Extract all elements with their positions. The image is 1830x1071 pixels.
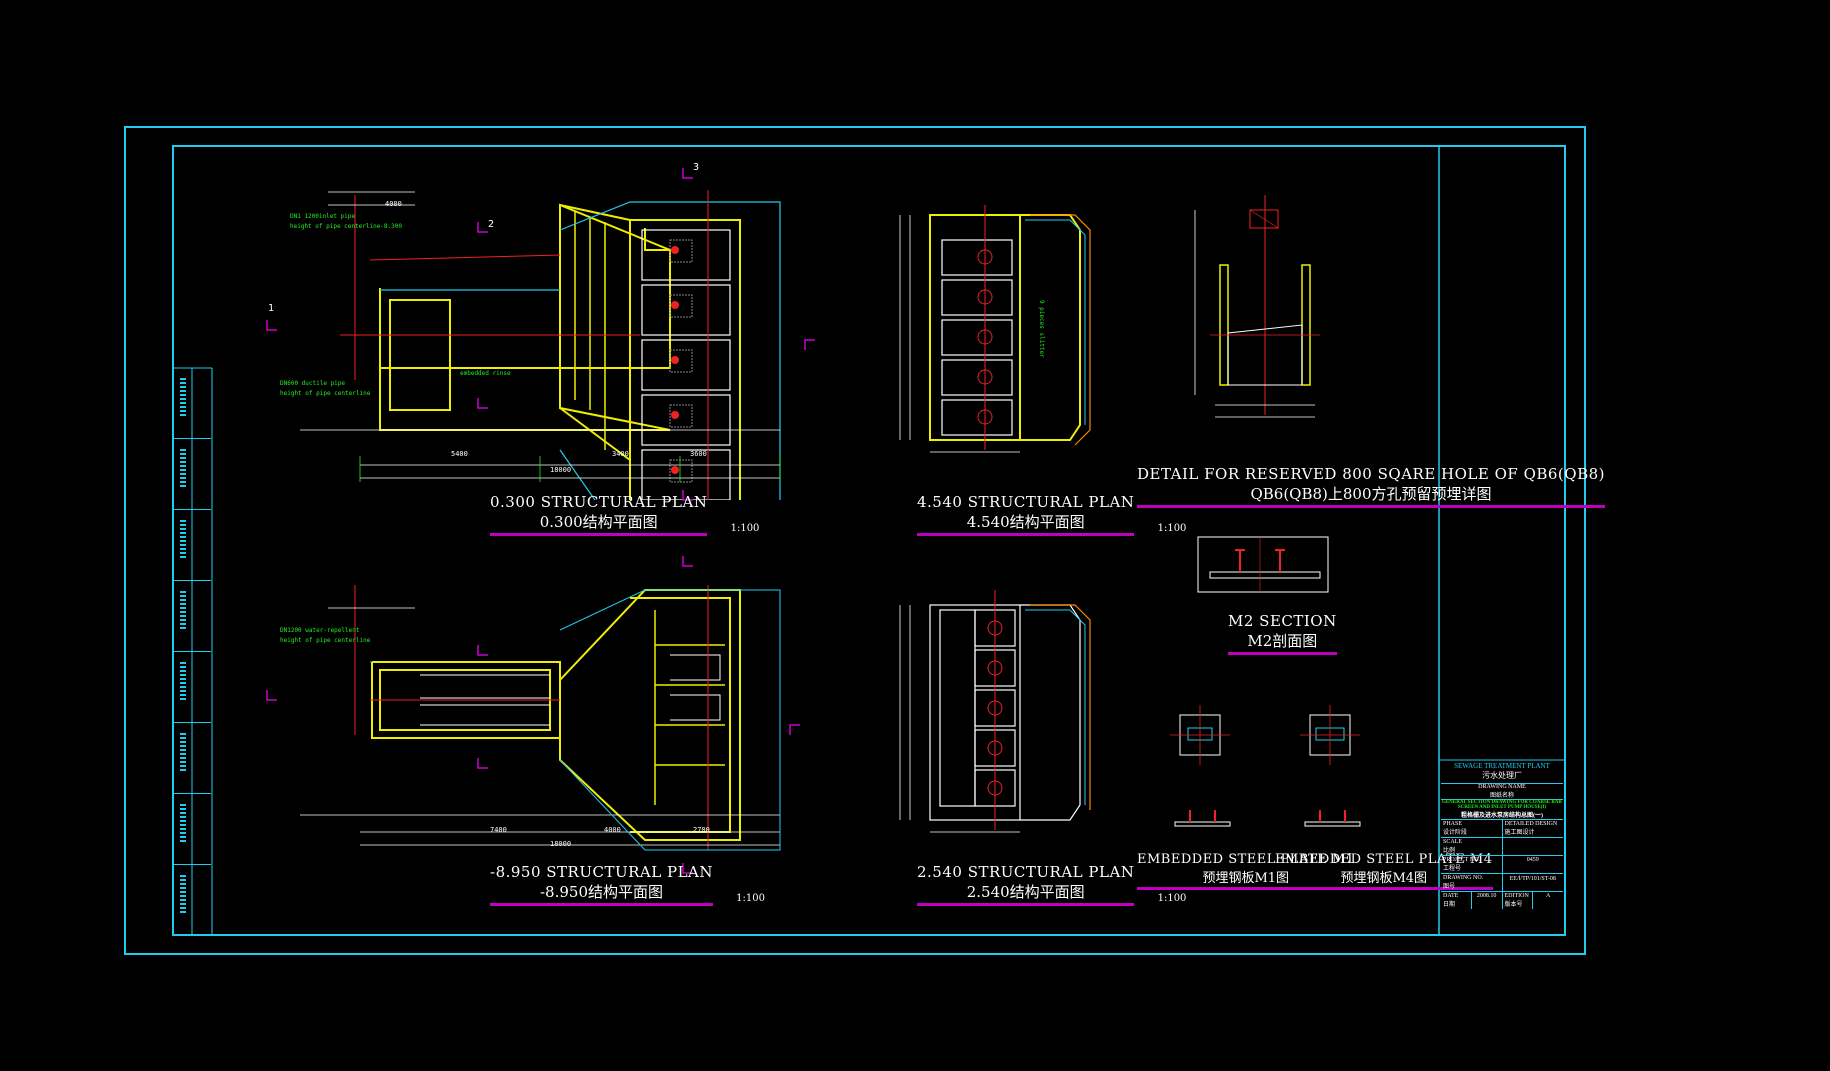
section-2-label: 2 bbox=[488, 219, 495, 230]
plan-2540-scale: 1:100 bbox=[1157, 893, 1187, 904]
svg-text:9 pieces slitter: 9 pieces slitter bbox=[1038, 300, 1045, 358]
m2-title-zh: M2剖面图 bbox=[1228, 630, 1337, 655]
edition-label: EDITION bbox=[1504, 893, 1529, 899]
date-value: 2008.10 bbox=[1470, 892, 1502, 909]
scale-label: SCALE bbox=[1443, 839, 1463, 845]
plan-2540-title-zh: 2.540结构平面图 bbox=[917, 881, 1135, 906]
svg-text:DN1 1200inlet pipe: DN1 1200inlet pipe bbox=[290, 213, 355, 220]
plan-2540-title-en: 2.540 STRUCTURAL PLAN bbox=[917, 863, 1135, 881]
drawing-name-cn: 粗格栅及进水泵房结构总图(一) bbox=[1461, 813, 1543, 819]
phase-value-zh: 施工图设计 bbox=[1504, 830, 1535, 836]
project-name-en: SEWAGE TREATMENT PLANT bbox=[1454, 762, 1550, 770]
plan-0300-caption: 0.300 STRUCTURAL PLAN 0.300结构平面图 1:100 bbox=[490, 493, 759, 536]
svg-text:DN1200 water-repellent: DN1200 water-repellent bbox=[280, 627, 360, 634]
plan-4540-caption: 4.540 STRUCTURAL PLAN 4.540结构平面图 1:100 bbox=[917, 493, 1186, 536]
m4-title-zh: 预埋钢板M4图 bbox=[1275, 867, 1493, 890]
plan-8950-scale: 1:100 bbox=[736, 893, 765, 904]
plan-0300-scale: 1:100 bbox=[730, 523, 760, 534]
embedded-plates-drawing bbox=[1170, 705, 1361, 827]
plan-4540-scale: 1:100 bbox=[1157, 523, 1187, 534]
drawing-no-label-zh: 图号 bbox=[1443, 884, 1456, 890]
project-no-label: PROJECT NO. bbox=[1443, 857, 1480, 863]
project-no: 0459 bbox=[1501, 856, 1564, 873]
dim-18000-bottom: 18000 bbox=[550, 840, 572, 848]
date-label: DATE bbox=[1443, 893, 1459, 899]
hole-detail-title-en: DETAIL FOR RESERVED 800 SQARE HOLE OF QB… bbox=[1137, 465, 1605, 483]
title-block: SEWAGE TREATMENT PLANT 污水处理厂 DRAWING NAM… bbox=[1441, 760, 1563, 909]
project-no-label-zh: 工程号 bbox=[1443, 866, 1462, 872]
drawing-name-green-2: SCREEN AND INLET PUMP HOUSE(I) bbox=[1457, 805, 1547, 810]
dim-5400: 5400 bbox=[451, 450, 468, 458]
section-3-label: 3 bbox=[693, 162, 700, 173]
m1-title-en: EMBEDDED STEEL PLATE M1 bbox=[1137, 852, 1355, 867]
plan-8950-drawing: DN1200 water-repellent height of pipe cen… bbox=[280, 585, 781, 851]
plan-8950-title-zh: -8.950结构平面图 bbox=[490, 881, 713, 906]
m2-title-en: M2 SECTION bbox=[1228, 612, 1337, 630]
section-1-label: 1 bbox=[268, 303, 275, 314]
phase-value: DETAILED DESIGN bbox=[1504, 821, 1558, 827]
svg-text:height of pipe centerline: height of pipe centerline bbox=[280, 637, 371, 644]
date-label-zh: 日期 bbox=[1443, 902, 1456, 908]
m1-caption: EMBEDDED STEEL PLATE M1 预埋钢板M1图 bbox=[1137, 852, 1355, 890]
plan-4540-drawing: 9 pieces slitter bbox=[899, 205, 1091, 453]
m2-caption: M2 SECTION M2剖面图 bbox=[1228, 612, 1337, 655]
drawing-no-label: DRAWING NO. bbox=[1443, 875, 1484, 881]
drawing-no: EE/Ⅰ/TP/101/ST-08 bbox=[1501, 874, 1564, 891]
phase-label-zh: 设计阶段 bbox=[1443, 830, 1468, 836]
svg-text:height of pipe centerline: height of pipe centerline bbox=[280, 390, 371, 397]
plan-2540-drawing bbox=[899, 590, 1091, 833]
m4-caption: EMBEDDED STEEL PLATE M4 预埋钢板M4图 bbox=[1275, 852, 1493, 890]
plan-4540-title-zh: 4.540结构平面图 bbox=[917, 511, 1135, 536]
dim-2700: 2700 bbox=[693, 826, 710, 834]
dim-4000: 4000 bbox=[604, 826, 621, 834]
svg-text:embedded rinse: embedded rinse bbox=[460, 370, 511, 377]
scale-label-zh: 比例 bbox=[1443, 848, 1456, 854]
plan-0300-drawing: DN1 1200inlet pipe height of pipe center… bbox=[280, 190, 781, 500]
dim-3600: 3600 bbox=[690, 450, 707, 458]
phase-label: PHASE bbox=[1443, 821, 1463, 827]
plan-0300-title-zh: 0.300结构平面图 bbox=[490, 511, 708, 536]
dim-3400: 3400 bbox=[612, 450, 629, 458]
drawing-name-label-zh: 图纸名称 bbox=[1489, 793, 1514, 799]
dim-7400: 7400 bbox=[490, 826, 507, 834]
svg-text:height of pipe centerline-8.30: height of pipe centerline-8.300 bbox=[290, 223, 402, 230]
m1-title-zh: 预埋钢板M1图 bbox=[1137, 867, 1355, 890]
m4-title-en: EMBEDDED STEEL PLATE M4 bbox=[1275, 852, 1493, 867]
hole-detail-title-zh: QB6(QB8)上800方孔预留预埋详图 bbox=[1137, 483, 1605, 508]
plan-8950-title-en: -8.950 STRUCTURAL PLAN bbox=[490, 863, 713, 881]
plan-2540-caption: 2.540 STRUCTURAL PLAN 2.540结构平面图 1:100 bbox=[917, 863, 1186, 906]
drawing-name-label: DRAWING NAME bbox=[1478, 784, 1526, 790]
edition-value: A bbox=[1532, 892, 1563, 909]
plan-4540-title-en: 4.540 STRUCTURAL PLAN bbox=[917, 493, 1135, 511]
edition-label-zh: 版本号 bbox=[1504, 902, 1523, 908]
plan-0300-title-en: 0.300 STRUCTURAL PLAN bbox=[490, 493, 708, 511]
dim-18000-top: 18000 bbox=[550, 466, 572, 474]
dim-4000: 4000 bbox=[385, 200, 402, 208]
project-name-zh: 污水处理厂 bbox=[1482, 771, 1522, 780]
hole-detail-drawing bbox=[1194, 195, 1320, 418]
m2-section-drawing bbox=[1197, 536, 1329, 593]
plan-8950-caption: -8.950 STRUCTURAL PLAN -8.950结构平面图 1:100 bbox=[490, 863, 765, 906]
svg-text:DN600 ductile pipe: DN600 ductile pipe bbox=[280, 380, 345, 387]
revision-strip bbox=[173, 368, 211, 935]
drawing-name-green-1: GENERAL SECTION DRAWING FOR COARSE BAR bbox=[1442, 800, 1562, 805]
hole-detail-caption: DETAIL FOR RESERVED 800 SQARE HOLE OF QB… bbox=[1137, 465, 1605, 508]
